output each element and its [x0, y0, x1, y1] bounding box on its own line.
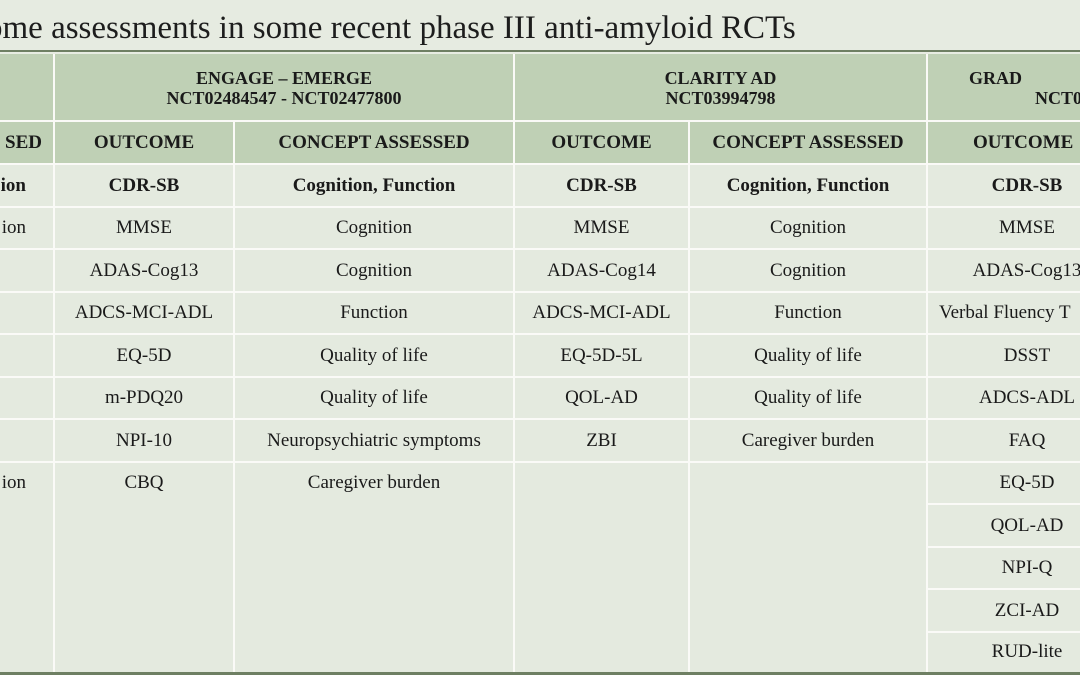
table-cell: NPI-Q	[927, 547, 1080, 589]
table-cell: MMSE	[927, 207, 1080, 249]
table-cell	[0, 292, 54, 334]
table-cell: Caregiver burden	[689, 419, 927, 462]
column-header: OUTCOME	[54, 121, 234, 164]
table-title-bar: ome assessments in some recent phase III…	[0, 0, 1080, 52]
group-nct-id: NCT0	[1035, 87, 1080, 108]
row-divider	[0, 461, 1080, 463]
table-cell: ADAS-Cog13	[54, 249, 234, 292]
column-header: SED	[0, 121, 54, 164]
table-cell: Cognition	[234, 249, 514, 292]
table-cell	[0, 249, 54, 292]
table-bottom-rule	[0, 672, 1080, 675]
table-cell: CDR-SB	[54, 164, 234, 207]
table-cell: ADCS-MCI-ADL	[54, 292, 234, 334]
group-header	[0, 54, 54, 121]
table-cell: MMSE	[514, 207, 689, 249]
table-cell: EQ-5D	[927, 462, 1080, 504]
table-cell: ion	[0, 462, 54, 672]
table-cell: Cognition	[689, 249, 927, 292]
table-cell: Function	[234, 292, 514, 334]
table-cell	[0, 377, 54, 419]
table-cell: QOL-AD	[927, 504, 1080, 547]
table-cell: ADCS-MCI-ADL	[514, 292, 689, 334]
table-cell: ZCI-AD	[927, 589, 1080, 632]
table-cell: NPI-10	[54, 419, 234, 462]
table-cell: EQ-5D	[54, 334, 234, 377]
table-cell: CBQ	[54, 462, 234, 672]
table-cell: RUD-lite	[927, 632, 1080, 672]
column-header: CONCEPT ASSESSED	[234, 121, 514, 164]
group-header: GRAD NCT0	[927, 54, 1080, 121]
column-header: CONCEPT ASSESSED	[689, 121, 927, 164]
row-divider	[0, 376, 1080, 378]
column-divider	[53, 54, 55, 672]
table-cell: ADAS-Cog13	[927, 249, 1080, 292]
column-header: OUTCOME	[514, 121, 689, 164]
table-cell: CDR-SB	[927, 164, 1080, 207]
table-cell: Quality of life	[234, 334, 514, 377]
row-divider	[0, 291, 1080, 293]
column-divider	[513, 54, 515, 672]
table-cell: Quality of life	[689, 334, 927, 377]
table-cell	[514, 462, 689, 672]
column-header: OUTCOME	[927, 121, 1080, 164]
table-cell: Caregiver burden	[234, 462, 514, 672]
row-divider	[0, 163, 1080, 165]
column-divider	[233, 121, 235, 672]
group-name: CLARITY AD	[664, 67, 777, 88]
row-divider	[0, 418, 1080, 420]
group-nct-id: NCT03994798	[665, 87, 776, 108]
group-nct-id: NCT02484547 - NCT02477800	[166, 87, 402, 108]
table-cell: Verbal Fluency T	[927, 292, 1080, 334]
row-divider	[0, 120, 1080, 122]
table-cell: ADCS-ADL	[927, 377, 1080, 419]
table-cell: ion	[0, 164, 54, 207]
column-divider	[926, 54, 928, 672]
table-title: ome assessments in some recent phase III…	[0, 10, 796, 46]
row-divider	[927, 546, 1080, 548]
row-divider	[0, 333, 1080, 335]
table-cell: Cognition	[689, 207, 927, 249]
table-cell: CDR-SB	[514, 164, 689, 207]
table-cell: Neuropsychiatric symptoms	[234, 419, 514, 462]
table-cell	[0, 419, 54, 462]
table-cell: MMSE	[54, 207, 234, 249]
row-divider	[927, 588, 1080, 590]
table-cell: FAQ	[927, 419, 1080, 462]
group-name: ENGAGE – EMERGE	[195, 67, 373, 88]
row-divider	[927, 503, 1080, 505]
table-cell: ion	[0, 207, 54, 249]
table-cell: Quality of life	[234, 377, 514, 419]
table-cell: Function	[689, 292, 927, 334]
table-cell: EQ-5D-5L	[514, 334, 689, 377]
table-cell: ZBI	[514, 419, 689, 462]
row-divider	[0, 248, 1080, 250]
table-cell: Cognition, Function	[689, 164, 927, 207]
table-cell: Quality of life	[689, 377, 927, 419]
table-cell: QOL-AD	[514, 377, 689, 419]
table-cell: Cognition, Function	[234, 164, 514, 207]
table-cell: DSST	[927, 334, 1080, 377]
table-cell: m-PDQ20	[54, 377, 234, 419]
table-cell: Cognition	[234, 207, 514, 249]
row-divider	[0, 206, 1080, 208]
table-cell	[0, 334, 54, 377]
table-cell: ADAS-Cog14	[514, 249, 689, 292]
column-divider	[688, 121, 690, 672]
row-divider	[927, 631, 1080, 633]
table-cell	[689, 462, 927, 672]
group-name: GRAD	[969, 67, 1022, 88]
